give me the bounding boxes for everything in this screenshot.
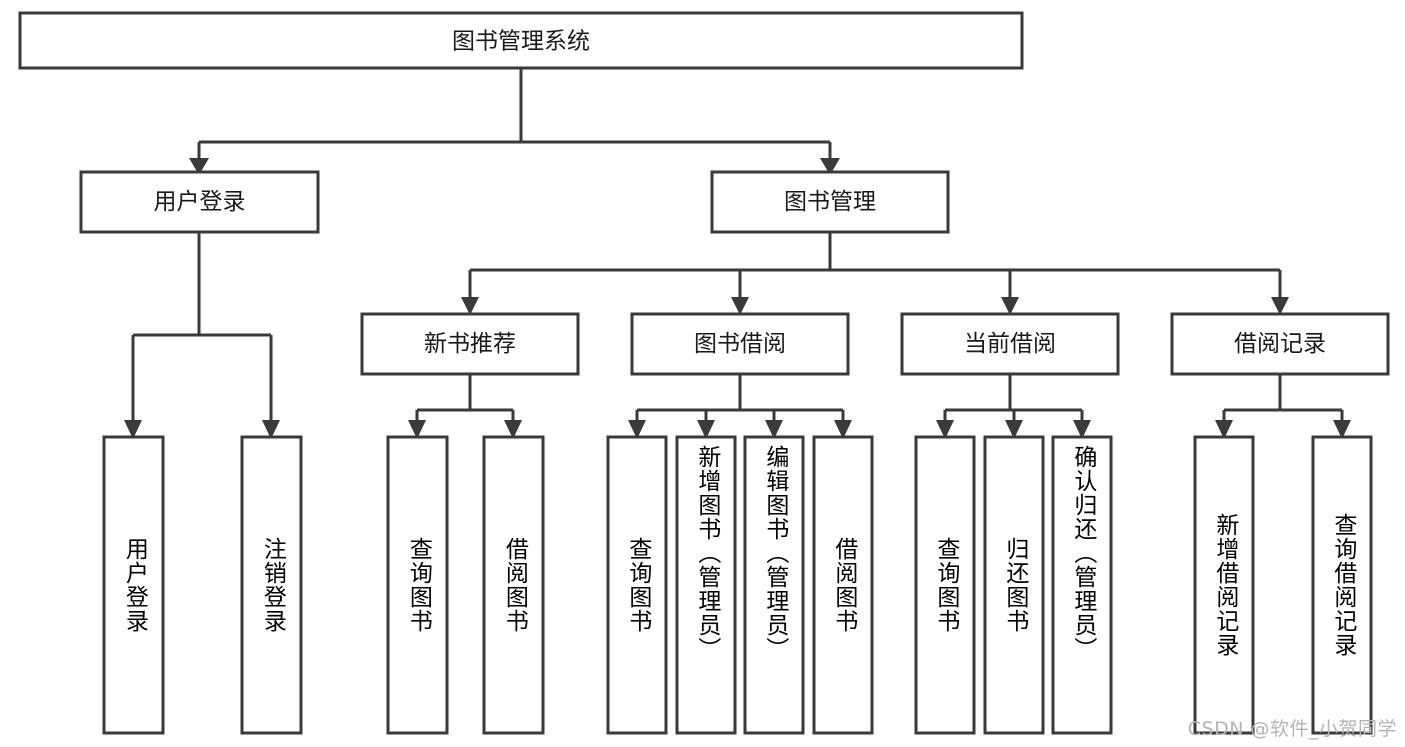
leaf-box-return-book[interactable] bbox=[983, 435, 1045, 735]
node-borrow-record[interactable] bbox=[1170, 312, 1390, 376]
csdn-watermark: CSDN @软件_小贺同学 bbox=[1187, 718, 1397, 740]
arrow-head-newbook-l2 bbox=[504, 420, 522, 439]
arrow-head-newbook-l1 bbox=[408, 420, 426, 439]
leaf-box-user-login[interactable] bbox=[102, 435, 165, 735]
leaf-box-borrow-book[interactable] bbox=[812, 435, 874, 735]
node-current-borrow-label: 当前借阅 bbox=[964, 331, 1056, 357]
arrow-head-bookmgmt-c3 bbox=[1001, 297, 1019, 315]
leaf-box-query-book-borrow[interactable] bbox=[606, 435, 668, 735]
arrow-head-root-to-login bbox=[189, 158, 209, 175]
leaf-box-add-book-admin[interactable] bbox=[675, 435, 737, 735]
leaf-box-query-book-current[interactable] bbox=[914, 435, 976, 735]
leaf-box-add-borrow-record[interactable] bbox=[1193, 435, 1255, 735]
arrow-head-record-l2 bbox=[1333, 420, 1351, 439]
node-layer: 图书管理系统 用户登录 图书管理 新书推荐 图书借阅 当前借阅 借阅记录 bbox=[18, 11, 1390, 735]
node-book-borrow-label: 图书借阅 bbox=[694, 331, 786, 357]
arrow-head-login-leaf2 bbox=[262, 420, 280, 439]
arrow-head-borrow-l4 bbox=[834, 420, 852, 439]
arrow-head-current-l3 bbox=[1073, 420, 1091, 439]
leaf-box-borrow-book-newrec[interactable] bbox=[482, 435, 545, 735]
node-borrow-record-label: 借阅记录 bbox=[1234, 331, 1326, 357]
arrow-head-bookmgmt-c4 bbox=[1271, 297, 1289, 315]
leaf-box-edit-book-admin[interactable] bbox=[743, 435, 805, 735]
arrow-head-current-l1 bbox=[936, 420, 954, 439]
node-new-book-recommend[interactable] bbox=[360, 312, 580, 376]
leaf-box-logout[interactable] bbox=[240, 435, 303, 735]
arrow-head-record-l1 bbox=[1215, 420, 1233, 439]
node-book-borrow[interactable] bbox=[630, 312, 850, 376]
leaf-box-query-book-newrec[interactable] bbox=[386, 435, 449, 735]
node-root-label: 图书管理系统 bbox=[452, 29, 590, 55]
node-user-login[interactable] bbox=[79, 170, 320, 234]
node-book-management[interactable] bbox=[710, 170, 950, 234]
connector-layer bbox=[124, 68, 1351, 439]
arrow-head-borrow-l3 bbox=[765, 420, 783, 439]
arrow-head-bookmgmt-c1 bbox=[461, 297, 479, 315]
node-root[interactable] bbox=[18, 11, 1024, 70]
node-current-borrow[interactable] bbox=[900, 312, 1120, 376]
arrow-head-borrow-l2 bbox=[697, 420, 715, 439]
leaf-box-query-borrow-record[interactable] bbox=[1311, 435, 1373, 735]
node-new-book-recommend-label: 新书推荐 bbox=[424, 331, 516, 357]
leaf-box-confirm-return-admin[interactable] bbox=[1051, 435, 1113, 735]
arrow-head-login-leaf1 bbox=[124, 420, 142, 439]
arrow-head-root-to-bookmgmt bbox=[820, 158, 840, 175]
arrow-head-borrow-l1 bbox=[628, 420, 646, 439]
arrow-head-bookmgmt-c2 bbox=[731, 297, 749, 315]
node-user-login-label: 用户登录 bbox=[154, 189, 246, 215]
arrow-head-current-l2 bbox=[1005, 420, 1023, 439]
node-book-management-label: 图书管理 bbox=[784, 189, 876, 215]
